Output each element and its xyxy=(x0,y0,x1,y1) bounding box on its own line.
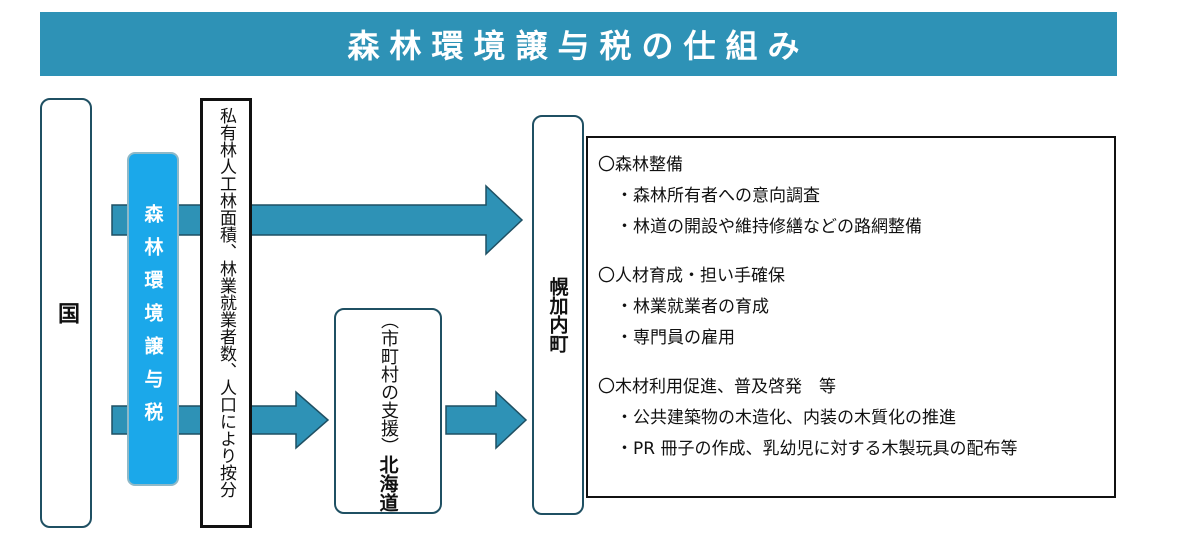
list-item: ・林道の開設や維持修繕などの路網整備 xyxy=(616,217,922,237)
section-heading: 〇人材育成・担い手確保 xyxy=(598,266,785,286)
page-title: 森林環境譲与税の仕組み xyxy=(40,12,1117,76)
municipality-name: 幌加内町 xyxy=(546,277,569,353)
hokkaido-box: （市町村の支援） 北海道 xyxy=(334,308,442,514)
allocation-criteria: 私有林人工林面積、林業就業者数、人口により按分 xyxy=(200,98,252,528)
hokkaido-name: 北海道 xyxy=(376,454,399,512)
list-item: ・林業就業者の育成 xyxy=(616,297,769,317)
section-heading: 〇木材利用促進、普及啓発 等 xyxy=(598,377,836,397)
list-item: ・PR 冊子の作成、乳幼児に対する木製玩具の配布等 xyxy=(616,439,1018,459)
section-forest-maintenance: 〇森林整備 ・森林所有者への意向調査 ・林道の開設や維持修繕などの路網整備 xyxy=(598,150,1114,243)
kuni-box: 国 xyxy=(40,98,92,528)
usage-details: 〇森林整備 ・森林所有者への意向調査 ・林道の開設や維持修繕などの路網整備 〇人… xyxy=(586,136,1116,498)
hokkaido-note: （市町村の支援） xyxy=(378,310,399,455)
list-item: ・公共建築物の木造化、内装の木質化の推進 xyxy=(616,408,956,428)
municipality-box: 幌加内町 xyxy=(532,115,584,515)
section-heading: 〇森林整備 xyxy=(598,155,683,175)
list-item: ・森林所有者への意向調査 xyxy=(616,186,820,206)
kuni-label: 国 xyxy=(54,302,79,324)
list-item: ・専門員の雇用 xyxy=(616,328,735,348)
tax-label-box: 森林環境譲与税 xyxy=(127,152,179,486)
section-wood-utilization: 〇木材利用促進、普及啓発 等 ・公共建築物の木造化、内装の木質化の推進 ・PR … xyxy=(598,372,1114,465)
section-human-resources: 〇人材育成・担い手確保 ・林業就業者の育成 ・専門員の雇用 xyxy=(598,261,1114,354)
arrow-to-municipality xyxy=(445,390,528,450)
